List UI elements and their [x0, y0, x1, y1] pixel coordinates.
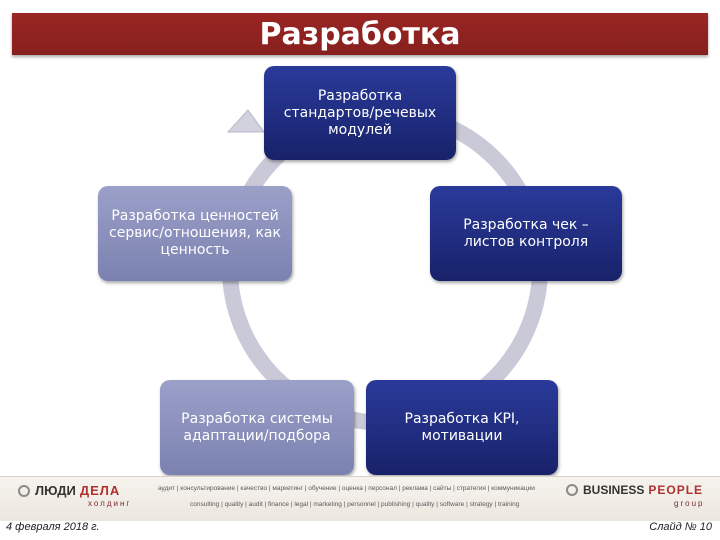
services-line-1: аудит | консультирование | качество | ма… [158, 485, 535, 492]
footer-date: 4 февраля 2018 г. [6, 521, 100, 533]
logo-right-sub: group [674, 499, 705, 508]
logo-left-word1: ЛЮДИ [35, 483, 76, 498]
logo-right-word1: BUSINESS [583, 483, 645, 497]
logo-left-word2: ДЕЛА [79, 483, 121, 498]
node-checklists-label: Разработка чек – листов контроля [463, 216, 589, 250]
node-standards-label: Разработка стандартов/речевых модулей [283, 87, 437, 138]
node-adaptation-label: Разработка системы адаптации/подбора [181, 410, 333, 444]
node-values: Разработка ценностей сервис/отношения, к… [98, 186, 292, 281]
node-values-label: Разработка ценностей сервис/отношения, к… [109, 208, 281, 258]
logo-right-word2: PEOPLE [648, 483, 704, 497]
logo-left-circle-icon [18, 484, 30, 497]
node-kpi: Разработка KPI, мотивации [366, 380, 558, 475]
footer-band [0, 476, 720, 521]
node-checklists: Разработка чек – листов контроля [430, 186, 622, 281]
node-kpi-label: Разработка KPI, мотивации [404, 410, 520, 444]
slide-number: Слайд № 10 [649, 521, 712, 533]
logo-right: BUSINESS PEOPLE [566, 483, 703, 497]
page-title: Разработка [259, 17, 461, 52]
services-line-2: consulting | quality | audit | finance |… [190, 501, 520, 508]
logo-left: ЛЮДИ ДЕЛА [18, 483, 120, 498]
node-standards: Разработка стандартов/речевых модулей [264, 66, 456, 160]
logo-left-sub: холдинг [88, 499, 132, 508]
logo-right-circle-icon [566, 484, 578, 496]
node-adaptation: Разработка системы адаптации/подбора [160, 380, 354, 475]
title-bar: Разработка [12, 13, 708, 55]
cycle-arrow-head [226, 109, 265, 133]
